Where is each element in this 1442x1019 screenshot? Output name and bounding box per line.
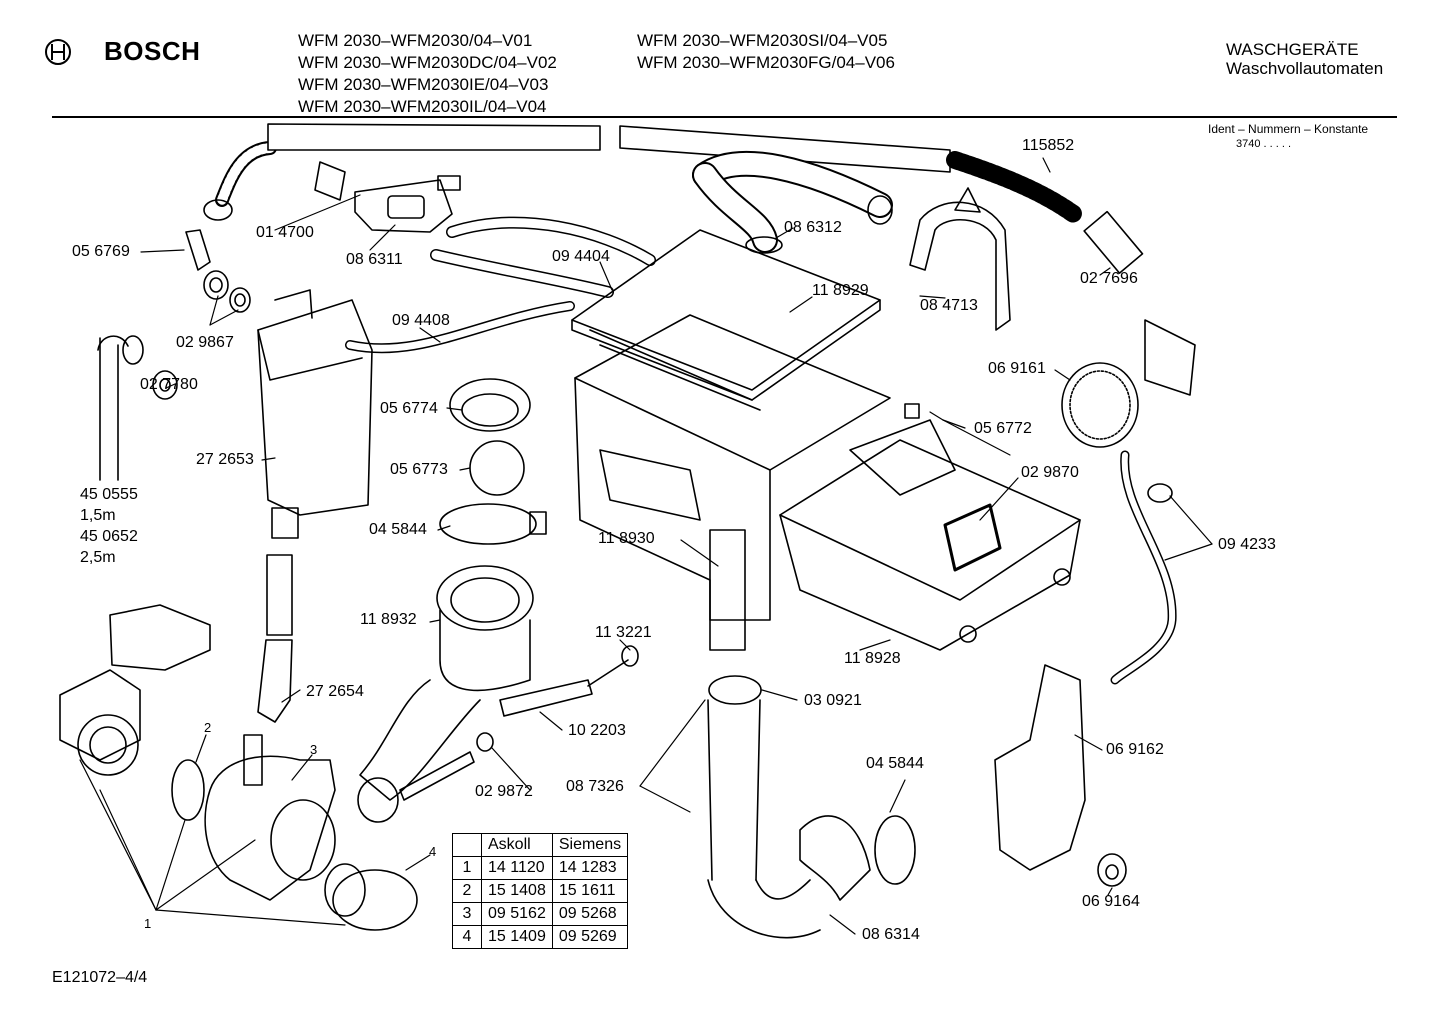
table-header-siemens: Siemens [551, 833, 629, 857]
ident-value: 3740 . . . . . [1236, 138, 1292, 150]
label-094233: 09 4233 [1218, 536, 1276, 553]
label-118932: 11 8932 [360, 611, 417, 628]
table-row: 1 14 1120 14 1283 [452, 856, 629, 880]
label-084713: 08 4713 [920, 297, 978, 314]
row-index: 1 [452, 856, 482, 880]
callout-2: 2 [204, 720, 212, 735]
label-069164: 06 9164 [1082, 893, 1140, 910]
label-069162: 06 9162 [1106, 741, 1164, 758]
elbow-056769 [185, 229, 211, 271]
row-index: 2 [452, 879, 482, 903]
model-list-right: WFM 2030–WFM2030SI/04–V05 WFM 2030–WFM20… [637, 30, 895, 74]
valve-filter [314, 161, 346, 201]
label-450652: 45 0652 [80, 528, 138, 545]
label-length-1-5m: 1,5m [80, 507, 116, 524]
label-086311: 08 6311 [346, 251, 403, 268]
table-header-askoll: Askoll [481, 833, 553, 857]
model-list-left: WFM 2030–WFM2030/04–V01 WFM 2030–WFM2030… [298, 30, 557, 118]
model-v04: WFM 2030–WFM2030IL/04–V04 [298, 97, 547, 116]
label-094404: 09 4404 [552, 248, 610, 265]
label-086314: 08 6314 [862, 926, 920, 943]
table-header-row: Askoll Siemens [452, 833, 629, 857]
callout-3: 3 [310, 742, 318, 757]
cell-askoll: 14 1120 [481, 856, 553, 880]
pressure-switch [1061, 362, 1139, 448]
label-087326: 08 7326 [566, 778, 624, 795]
label-118930: 11 8930 [598, 530, 655, 547]
category: WASCHGERÄTE Waschvollautomaten [1226, 40, 1383, 78]
label-045844-top: 04 5844 [369, 521, 427, 538]
inlet-valve [354, 179, 453, 233]
callout-4: 4 [429, 844, 437, 859]
model-v02: WFM 2030–WFM2030DC/04–V02 [298, 53, 557, 72]
label-102203: 10 2203 [568, 722, 626, 739]
table-header-blank [452, 833, 482, 857]
label-014700: 01 4700 [256, 224, 314, 241]
label-272654: 27 2654 [306, 683, 364, 700]
hose-end [203, 199, 233, 221]
table-row: 4 15 1409 09 5269 [452, 925, 629, 949]
label-118929: 11 8929 [812, 282, 869, 299]
table-row: 2 15 1408 15 1611 [452, 879, 629, 903]
hose-118932 [436, 565, 534, 631]
model-v01: WFM 2030–WFM2030/04–V01 [298, 31, 533, 50]
callout-1: 1 [144, 916, 152, 931]
category-title: WASCHGERÄTE [1226, 40, 1359, 59]
model-v05: WFM 2030–WFM2030SI/04–V05 [637, 31, 888, 50]
pump-variant-table: Askoll Siemens 1 14 1120 14 1283 2 15 14… [452, 833, 629, 949]
ident-label: Ident – Nummern – Konstante [1208, 122, 1369, 136]
cell-askoll: 09 5162 [481, 902, 553, 926]
cell-siemens: 15 1611 [551, 879, 629, 903]
pump-filter [332, 869, 418, 931]
label-113221: 11 3221 [595, 624, 652, 641]
label-029870: 02 9870 [1021, 464, 1079, 481]
label-056769: 05 6769 [72, 243, 130, 260]
ball-056773 [469, 440, 525, 496]
label-056773: 05 6773 [390, 461, 448, 478]
label-118928: 11 8928 [844, 650, 901, 667]
label-115852: 115852 [1022, 137, 1075, 154]
cell-askoll: 15 1409 [481, 925, 553, 949]
brand-name: BOSCH [104, 36, 201, 66]
label-272653: 27 2653 [196, 451, 254, 468]
label-094408: 09 4408 [392, 312, 450, 329]
label-length-2-5m: 2,5m [80, 549, 116, 566]
category-subtitle: Waschvollautomaten [1226, 59, 1384, 78]
label-450555: 45 0555 [80, 486, 138, 503]
dispenser-housing [574, 314, 891, 471]
drain-pump [59, 669, 141, 761]
row-index: 3 [452, 902, 482, 926]
table-row: 3 09 5162 09 5268 [452, 902, 629, 926]
coupling-030921 [708, 675, 762, 705]
sump-272653 [257, 299, 373, 516]
inlet-hose [215, 123, 1144, 274]
bracket-084713 [909, 201, 1011, 331]
label-027780: 02 7780 [140, 376, 198, 393]
document-id: E121072–4/4 [52, 969, 148, 986]
bracket-069162 [994, 664, 1086, 871]
cell-askoll: 15 1408 [481, 879, 553, 903]
cell-siemens: 14 1283 [551, 856, 629, 880]
label-030921: 03 0921 [804, 692, 862, 709]
cell-siemens: 09 5269 [551, 925, 629, 949]
label-045844-bottom: 04 5844 [866, 755, 924, 772]
label-029872: 02 9872 [475, 783, 533, 800]
label-069161: 06 9161 [988, 360, 1046, 377]
header-rule [52, 116, 1397, 118]
pump-housing [204, 755, 336, 901]
row-index: 4 [452, 925, 482, 949]
label-086312: 08 6312 [784, 219, 842, 236]
cell-siemens: 09 5268 [551, 902, 629, 926]
model-v03: WFM 2030–WFM2030IE/04–V03 [298, 75, 549, 94]
label-056772: 05 6772 [974, 420, 1032, 437]
dispenser-lid [571, 229, 881, 391]
label-029867: 02 9867 [176, 334, 234, 351]
label-027696: 02 7696 [1080, 270, 1138, 287]
label-056774: 05 6774 [380, 400, 438, 417]
ring-056774 [449, 378, 531, 432]
model-v06: WFM 2030–WFM2030FG/04–V06 [637, 53, 895, 72]
bosch-logo-icon [44, 38, 72, 71]
